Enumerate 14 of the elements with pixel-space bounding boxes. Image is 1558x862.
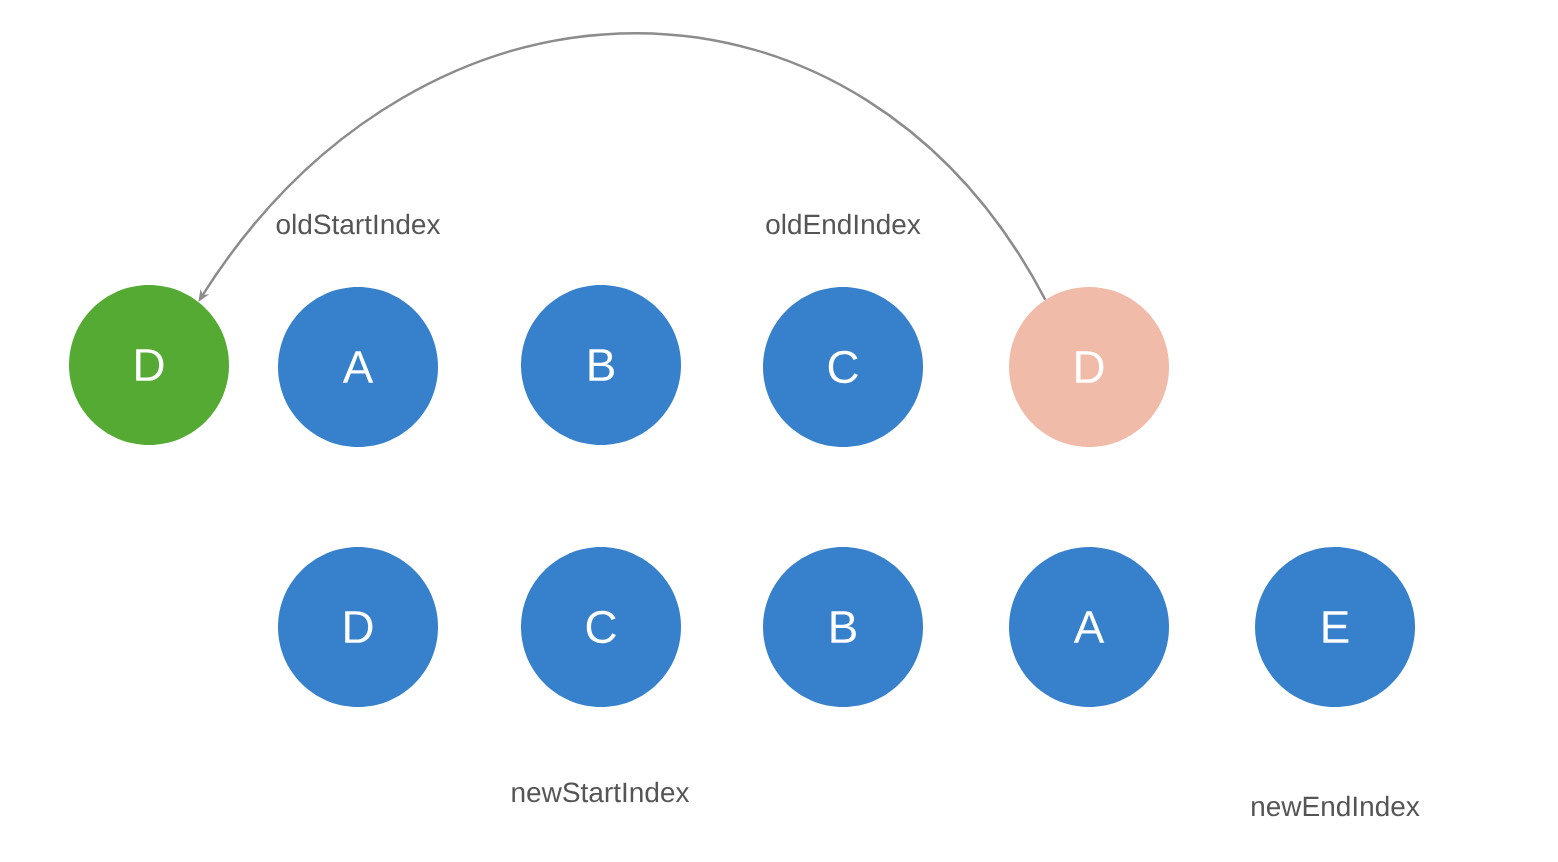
index-label: newStartIndex — [512, 781, 690, 803]
index-label: oldEndIndex — [766, 213, 921, 235]
circle-node: A — [1009, 547, 1169, 707]
circle-node: D — [69, 285, 229, 445]
circle-node: B — [763, 547, 923, 707]
index-label: oldStartIndex — [276, 213, 441, 235]
circle-node: B — [521, 285, 681, 445]
index-label: newEndIndex — [1252, 795, 1420, 817]
circle-node: E — [1255, 547, 1415, 707]
circle-node: D — [1009, 287, 1169, 447]
circle-node: C — [763, 287, 923, 447]
circle-node: A — [278, 287, 438, 447]
circle-node: D — [278, 547, 438, 707]
circle-node: C — [521, 547, 681, 707]
